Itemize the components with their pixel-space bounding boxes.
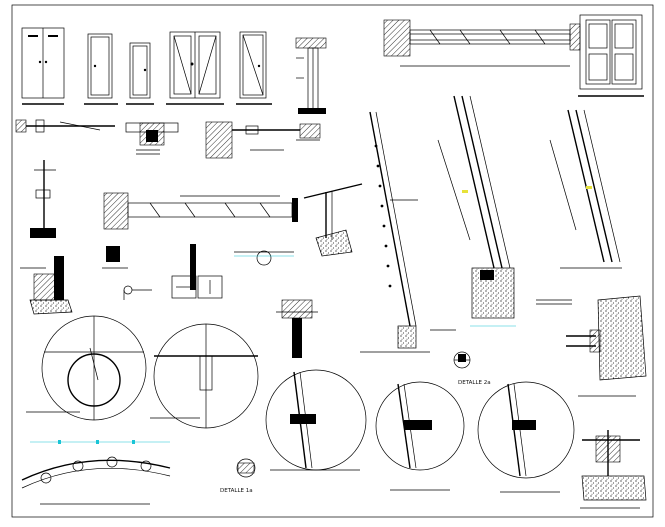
- post-base-small: [102, 246, 128, 269]
- post-section-pair: [171, 244, 223, 299]
- rubble-anchor-detail: [566, 295, 647, 397]
- door-elevation-single-a: [84, 33, 118, 105]
- curtain-wall-section-1: [360, 111, 430, 353]
- jamb-section: [125, 122, 179, 146]
- canopy-bracket: [303, 183, 363, 257]
- detail-1a-label: DETALLE 1a: [220, 488, 253, 494]
- curtain-wall-section-2: [437, 95, 516, 327]
- frame-section-vertical: [295, 37, 327, 114]
- beam-section: [103, 192, 298, 230]
- arched-truss-elevation: [21, 440, 171, 505]
- circle-detail-1: [41, 315, 147, 421]
- wall-footing-detail: [276, 299, 318, 358]
- detail-2a-small: DETALLE 2a: [453, 351, 491, 386]
- door-elevation-single-c: [236, 31, 272, 105]
- lintel-section: [205, 121, 321, 159]
- annotation-leaders: [26, 149, 572, 419]
- wall-anchor-detail: [15, 119, 115, 133]
- circle-detail-4: [375, 381, 465, 491]
- door-elevation-double-glazed: [166, 31, 224, 105]
- detail-1a-small: DETALLE 1a: [220, 458, 256, 494]
- circle-detail-3: [265, 369, 367, 471]
- footing-detail-left: [20, 256, 73, 315]
- curtain-wall-section-3: [549, 109, 622, 269]
- circle-detail-2: [153, 323, 259, 429]
- panel-door-elevation: [578, 14, 644, 97]
- detail-2a-label: DETALLE 2a: [458, 380, 491, 386]
- post-footing-bottom-right: [580, 430, 647, 509]
- sheet-border: [11, 4, 654, 518]
- hook-detail: [123, 285, 152, 300]
- pipe-detail: [234, 250, 294, 266]
- door-elevation-single-b: [126, 42, 154, 105]
- circle-detail-5: [477, 381, 575, 493]
- door-elevation-double: [21, 27, 65, 105]
- column-base-detail: [30, 160, 56, 238]
- frame-section-horizontal: [383, 19, 581, 67]
